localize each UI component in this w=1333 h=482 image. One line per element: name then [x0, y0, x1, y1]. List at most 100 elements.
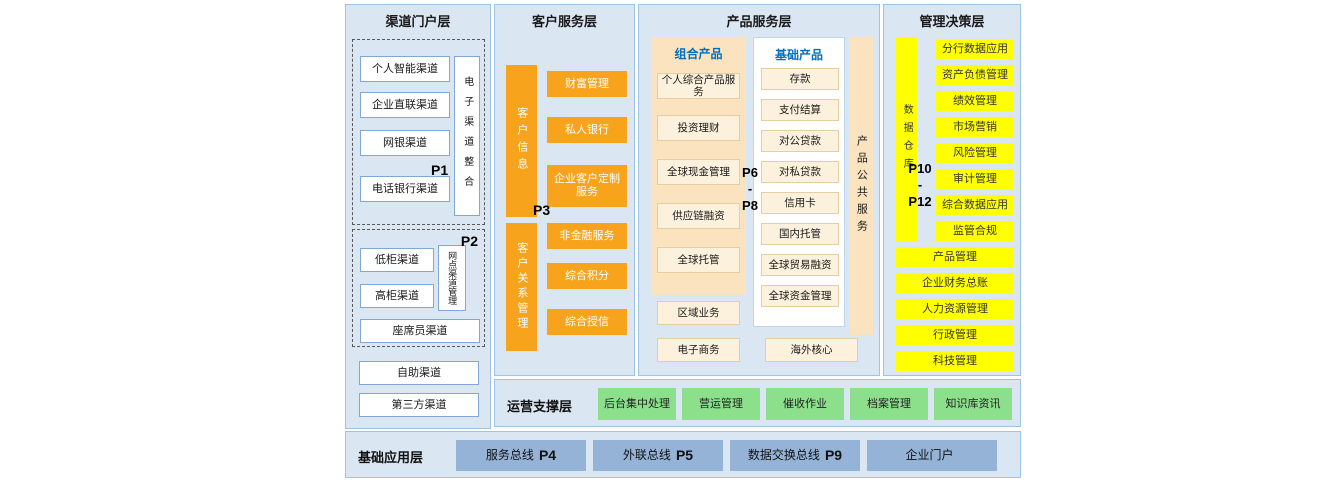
foundation-application-layer: 基础应用层 服务总线 P4 外联总线 P5 数据交换总线 P9 企业门户: [345, 431, 1021, 478]
global-cash-mgmt-box: 全球现金管理: [657, 159, 740, 185]
enterprise-custom-service-box: 企业客户定制服务: [547, 165, 627, 207]
product-service-layer: 产品服务层 组合产品 个人综合产品服务 投资理财 全球现金管理 供应链融资 全球…: [638, 4, 880, 376]
third-party-channel: 第三方渠道: [359, 393, 479, 417]
data-warehouse-bar: 数据仓库: [896, 37, 917, 242]
data-exchange-bus-box: 数据交换总线 P9: [730, 440, 860, 471]
audit-mgmt-box: 审计管理: [936, 169, 1014, 189]
data-exchange-bus-label: 数据交换总线: [747, 447, 820, 462]
risk-mgmt-box: 风险管理: [936, 143, 1014, 163]
tech-mgmt-box: 科技管理: [896, 351, 1014, 371]
management-layer-title: 管理决策层: [919, 14, 985, 29]
marketing-box: 市场营销: [936, 117, 1014, 137]
enterprise-portal-box: 企业门户: [867, 440, 997, 471]
private-banking-box: 私人银行: [547, 117, 627, 143]
product-layer-title: 产品服务层: [726, 14, 792, 29]
self-service-channel: 自助渠道: [359, 361, 479, 385]
data-warehouse-label: 数据仓库: [901, 103, 913, 176]
integrated-points-box: 综合积分: [547, 263, 627, 289]
deposits-box: 存款: [761, 68, 839, 90]
personal-smart-channel: 个人智能渠道: [360, 56, 450, 82]
p3-label: P3: [533, 202, 551, 218]
p8-text: P8: [742, 197, 758, 213]
corporate-loan-box: 对公贷款: [761, 130, 839, 152]
operation-layer-title: 运营支撑层: [507, 399, 573, 414]
knowledge-base-box: 知识库资讯: [934, 388, 1012, 420]
channel-portal-layer: 渠道门户层 个人智能渠道 企业直联渠道 网银渠道 电话银行渠道 电子渠道整合 P…: [345, 4, 491, 429]
regulatory-compliance-box: 监管合规: [936, 221, 1014, 241]
service-bus-label: 服务总线: [485, 447, 534, 462]
agent-channel: 座席员渠道: [360, 319, 480, 343]
archive-mgmt-box: 档案管理: [850, 388, 928, 420]
operations-mgmt-box: 营运管理: [682, 388, 760, 420]
p-dash-text-2: -: [917, 177, 923, 193]
integrated-credit-box: 综合授信: [547, 309, 627, 335]
regional-business-box: 区域业务: [657, 301, 740, 325]
back-office-processing-box: 后台集中处理: [598, 388, 676, 420]
management-decision-layer: 管理决策层 数据仓库 P10 - P12 分行数据应用 资产负债管理 绩效管理 …: [883, 4, 1021, 376]
investment-wealth-box: 投资理财: [657, 115, 740, 141]
p6-text: P6: [742, 165, 758, 180]
p12-text: P12: [908, 193, 932, 209]
p1-label: P1: [431, 162, 449, 178]
collection-ops-box: 催收作业: [766, 388, 844, 420]
p9-label: P9: [824, 447, 843, 464]
p6-p8-label: P6 - P8: [738, 165, 762, 214]
combo-products-column: 组合产品 个人综合产品服务 投资理财 全球现金管理 供应链融资 全球托管: [651, 37, 746, 295]
supply-chain-finance-box: 供应链融资: [657, 203, 740, 229]
low-counter-channel: 低柜渠道: [360, 248, 434, 272]
admin-mgmt-box: 行政管理: [896, 325, 1014, 345]
e-channel-integration-label: 电子渠道整合: [461, 76, 473, 196]
general-ledger-box: 企业财务总账: [896, 273, 1014, 293]
branch-data-app-box: 分行数据应用: [936, 39, 1014, 59]
payment-settlement-box: 支付结算: [761, 99, 839, 121]
e-commerce-box: 电子商务: [657, 338, 740, 362]
external-bus-box: 外联总线 P5: [593, 440, 723, 471]
channel-layer-title: 渠道门户层: [385, 14, 451, 29]
e-channel-integration-bar: 电子渠道整合: [454, 56, 480, 216]
customer-service-layer: 客户服务层 客户信息 P3 财富管理 私人银行 企业客户定制服务 客户关系管理 …: [494, 4, 635, 376]
wealth-mgmt-box: 财富管理: [547, 71, 627, 97]
product-mgmt-box: 产品管理: [896, 247, 1014, 267]
electronic-channel-group: 个人智能渠道 企业直联渠道 网银渠道 电话银行渠道 电子渠道整合 P1: [352, 39, 485, 225]
p10-text: P10: [908, 161, 932, 176]
online-banking-channel: 网银渠道: [360, 130, 450, 156]
crm-bar: 客户关系管理: [506, 223, 537, 351]
p2-label: P2: [460, 233, 478, 249]
customer-layer-title: 客户服务层: [531, 14, 597, 29]
p4-label: P4: [538, 447, 557, 464]
telephone-banking-channel: 电话银行渠道: [360, 176, 450, 202]
operation-support-layer: 运营支撑层 后台集中处理 营运管理 催收作业 档案管理 知识库资讯: [494, 379, 1021, 427]
foundation-layer-title: 基础应用层: [358, 450, 424, 465]
external-bus-label: 外联总线: [622, 447, 671, 462]
personal-comprehensive-product-box: 个人综合产品服务: [657, 73, 740, 99]
credit-card-box: 信用卡: [761, 192, 839, 214]
hr-mgmt-box: 人力资源管理: [896, 299, 1014, 319]
service-bus-box: 服务总线 P4: [456, 440, 586, 471]
p10-p12-label: P10 - P12: [900, 161, 940, 210]
high-counter-channel: 高柜渠道: [360, 284, 434, 308]
basic-products-column: 基础产品 存款 支付结算 对公贷款 对私贷款 信用卡 国内托管 全球贸易融资 全…: [753, 37, 845, 327]
customer-info-label: 客户信息: [515, 107, 528, 175]
global-trade-finance-box: 全球贸易融资: [761, 254, 839, 276]
customer-info-bar: 客户信息: [506, 65, 537, 217]
p-dash-text: -: [747, 181, 753, 197]
combo-products-header: 组合产品: [674, 47, 723, 61]
asset-liability-mgmt-box: 资产负债管理: [936, 65, 1014, 85]
branch-channel-group: P2 低柜渠道 高柜渠道 网点渠道管理 座席员渠道: [352, 229, 485, 347]
enterprise-direct-channel: 企业直联渠道: [360, 92, 450, 118]
branch-channel-mgmt-label: 网点渠道管理: [447, 251, 458, 305]
crm-bar-label: 客户关系管理: [515, 242, 528, 332]
overseas-core-box: 海外核心: [765, 338, 858, 362]
non-financial-service-box: 非金融服务: [547, 223, 627, 249]
enterprise-portal-label: 企业门户: [905, 447, 954, 462]
p5-label: P5: [675, 447, 694, 464]
domestic-custody-box: 国内托管: [761, 223, 839, 245]
product-public-service-label: 产品公共服务: [855, 135, 868, 237]
branch-channel-mgmt-bar: 网点渠道管理: [438, 245, 466, 311]
global-fund-mgmt-box: 全球资金管理: [761, 285, 839, 307]
comprehensive-data-app-box: 综合数据应用: [936, 195, 1014, 215]
personal-loan-box: 对私贷款: [761, 161, 839, 183]
basic-products-header: 基础产品: [774, 48, 823, 62]
product-public-service-bar: 产品公共服务: [849, 37, 873, 335]
